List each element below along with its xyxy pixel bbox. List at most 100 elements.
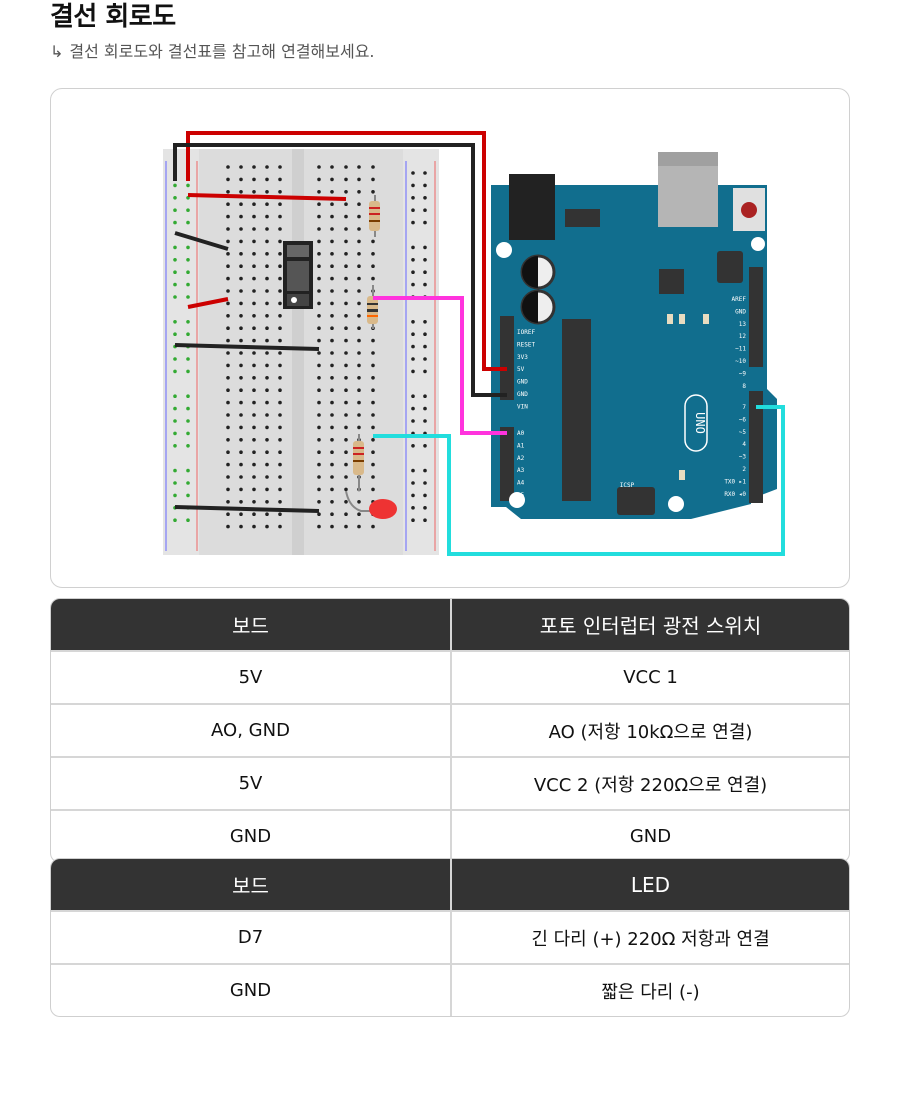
analog-pin-label: A4	[517, 480, 525, 487]
breadboard-hole	[265, 264, 269, 268]
header-led: LED	[450, 859, 849, 910]
rail-hole	[173, 431, 177, 436]
digital-pin-label: ~10	[735, 358, 746, 365]
breadboard-hole	[226, 227, 230, 231]
power-pin-label: 5V	[517, 366, 525, 373]
breadboard-hole	[278, 475, 282, 479]
breadboard-hole	[344, 314, 348, 318]
rail-hole	[186, 357, 190, 361]
rail-hole	[173, 394, 177, 399]
rail-hole	[411, 183, 415, 188]
rail-hole	[173, 332, 177, 336]
breadboard-hole	[317, 400, 321, 405]
breadboard-hole	[330, 338, 334, 343]
breadboard-hole	[252, 376, 256, 380]
breadboard-hole	[265, 214, 269, 219]
breadboard-hole	[252, 165, 256, 169]
cell-component: 긴 다리 (+) 220Ω 저항과 연결	[450, 910, 849, 963]
breadboard-hole	[226, 388, 230, 393]
breadboard-hole	[226, 276, 230, 281]
breadboard-hole	[330, 202, 334, 206]
breadboard-hole	[239, 264, 243, 268]
breadboard-hole	[265, 487, 269, 492]
atmega-chip	[562, 319, 591, 501]
breadboard-hole	[330, 214, 334, 219]
breadboard-hole	[344, 165, 348, 169]
wire-magenta-a0	[373, 296, 507, 435]
breadboard-hole	[317, 227, 321, 231]
rail-hole	[423, 245, 427, 250]
rail-hole	[186, 369, 190, 374]
breadboard-hole	[371, 376, 375, 380]
wire-black-row16	[174, 343, 320, 351]
rail-hole	[186, 270, 190, 274]
rail-hole	[173, 493, 177, 498]
rail-hole	[423, 344, 427, 349]
breadboard-hole	[226, 239, 230, 244]
breadboard-hole	[265, 425, 269, 430]
breadboard-hole	[226, 351, 230, 355]
breadboard-hole	[252, 413, 256, 417]
rail-hole	[423, 320, 427, 324]
breadboard	[163, 149, 439, 555]
breadboard-hole	[226, 487, 230, 492]
rail-hole	[423, 357, 427, 361]
cell-component: VCC 2 (저항 220Ω으로 연결)	[450, 756, 849, 809]
breadboard-hole	[239, 202, 243, 206]
wire-black-gnd	[173, 143, 507, 397]
breadboard-hole	[357, 301, 361, 306]
breadboard-hole	[239, 165, 243, 169]
rail-hole	[411, 282, 415, 287]
page-subtitle: ↳결선 회로도와 결선표를 참고해 연결해보세요.	[50, 38, 375, 62]
cell-board: GND	[51, 809, 450, 862]
analog-pin-label: A5	[517, 492, 525, 499]
breadboard-hole	[239, 450, 243, 455]
uno-logo: UNO	[693, 412, 707, 434]
rail-hole	[186, 320, 190, 324]
breadboard-hole	[226, 202, 230, 206]
breadboard-hole	[344, 363, 348, 368]
digital-pin-label: ~11	[735, 346, 746, 353]
rail-hole	[186, 444, 190, 448]
breadboard-hole	[226, 363, 230, 368]
icsp-label: ICSP	[620, 482, 635, 489]
breadboard-hole	[265, 376, 269, 380]
breadboard-hole	[265, 190, 269, 194]
breadboard-hole	[344, 301, 348, 306]
breadboard-hole	[265, 363, 269, 368]
breadboard-hole	[357, 227, 361, 231]
breadboard-hole	[226, 338, 230, 343]
breadboard-hole	[239, 500, 243, 504]
breadboard-hole	[317, 450, 321, 455]
breadboard-hole	[239, 351, 243, 355]
breadboard-hole	[226, 425, 230, 430]
breadboard-hole	[226, 190, 230, 194]
breadboard-hole	[278, 326, 282, 330]
breadboard-hole	[239, 425, 243, 430]
breadboard-hole	[330, 326, 334, 330]
rail-hole	[173, 419, 177, 423]
breadboard-hole	[252, 276, 256, 281]
breadboard-hole	[239, 338, 243, 343]
breadboard-hole	[357, 239, 361, 244]
breadboard-hole	[344, 487, 348, 492]
rail-hole	[173, 518, 177, 522]
breadboard-hole	[344, 239, 348, 244]
breadboard-hole	[252, 227, 256, 231]
breadboard-hole	[344, 524, 348, 529]
breadboard-hole	[278, 351, 282, 355]
breadboard-hole	[239, 190, 243, 194]
breadboard-hole	[317, 388, 321, 393]
breadboard-hole	[252, 500, 256, 504]
rail-hole	[173, 357, 177, 361]
rail-hole	[423, 282, 427, 287]
power-pin-label: GND	[517, 391, 528, 398]
breadboard-hole	[252, 438, 256, 442]
breadboard-hole	[239, 214, 243, 219]
rail-hole	[186, 258, 190, 262]
breadboard-hole	[226, 524, 230, 529]
breadboard-hole	[226, 289, 230, 293]
arduino-uno: UNO IOREFRESET3V35VGNDGNDVINA0A1A2A3A4A5…	[491, 152, 777, 519]
